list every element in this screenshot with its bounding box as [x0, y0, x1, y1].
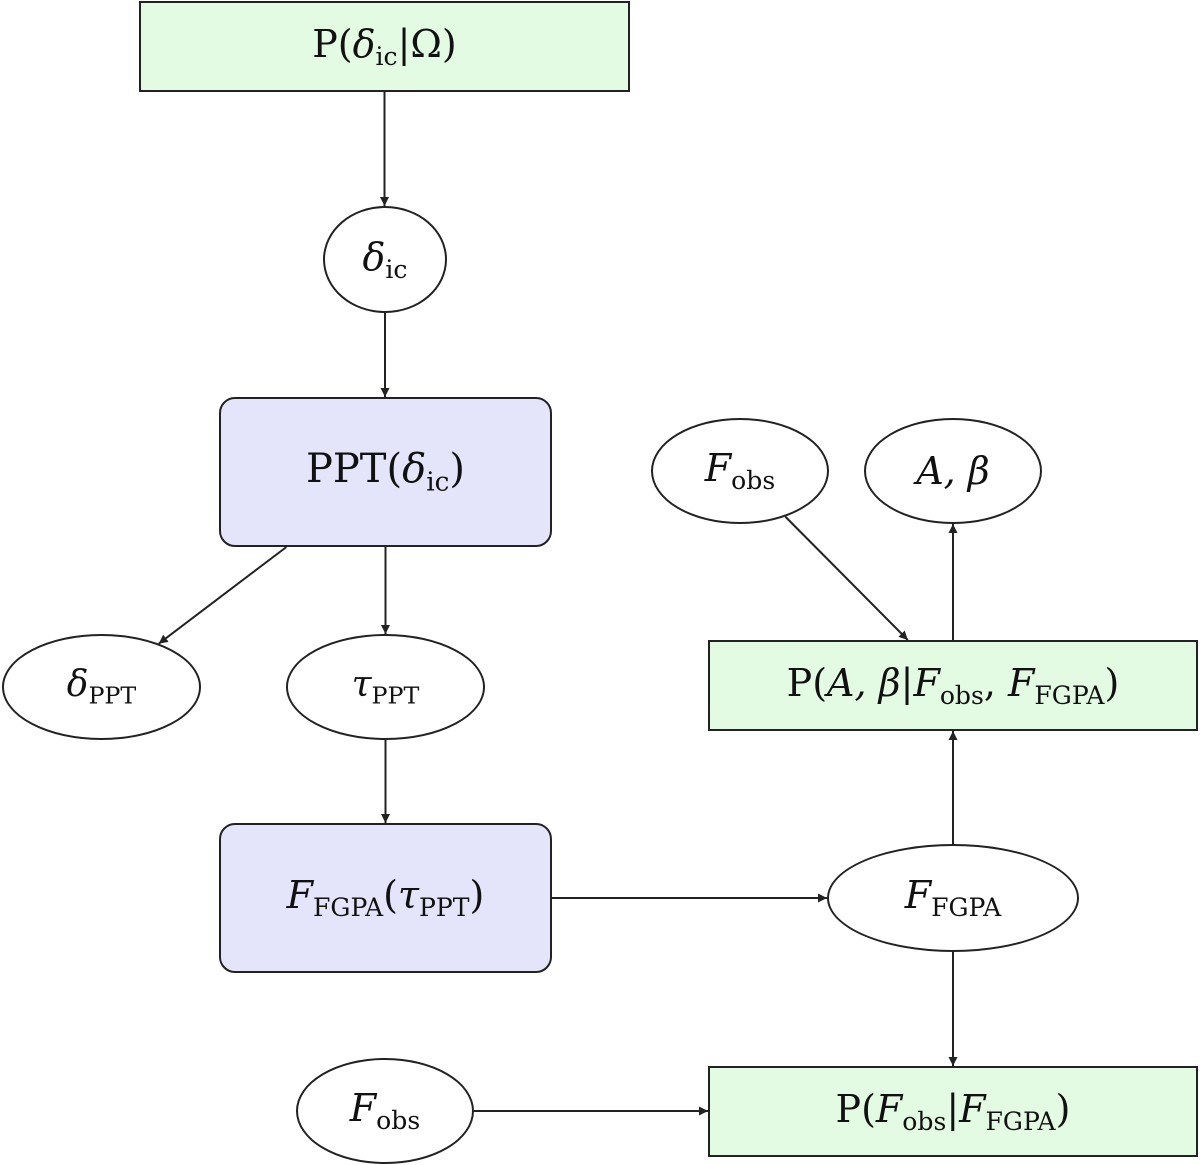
label-part: | [946, 1086, 960, 1131]
label-part: FGPA [985, 1107, 1056, 1136]
ppt-process-box: PPT(δic) [219, 397, 552, 547]
f-obs-node-top: Fobs [651, 418, 829, 524]
label-part: F [349, 1086, 377, 1131]
label-part: obs [376, 1106, 421, 1136]
label-part: F [959, 1086, 986, 1131]
label-part: δ [402, 446, 427, 493]
f-obs-label-top: Fobs [705, 446, 775, 495]
label-part: ) [469, 873, 485, 918]
label-part: F [904, 873, 932, 918]
tau-ppt-node: τPPT [286, 634, 485, 740]
label-part: ) [1055, 1086, 1071, 1131]
label-part: obs [902, 1107, 947, 1136]
label-part: F [286, 873, 314, 918]
label-part: |Ω) [397, 21, 457, 66]
fgpa-process-label: FFGPA(τPPT) [287, 873, 485, 922]
label-part: δ [362, 234, 386, 279]
label-part: F [1008, 660, 1035, 705]
label-part: F [875, 1086, 903, 1131]
label-part: obs [939, 681, 984, 710]
label-part: PPT [371, 681, 420, 710]
label-part: PPT( [305, 446, 403, 493]
label-part: τ [351, 664, 372, 706]
label-part: ( [383, 873, 398, 918]
delta-ppt-label: δPPT [67, 664, 137, 710]
label-part: ) [1104, 660, 1120, 705]
initial-density-label: δic [363, 235, 408, 284]
label-part: FGPA [313, 893, 384, 923]
ppt-process-label: PPT(δic) [306, 446, 465, 497]
a-beta-node: A, β [864, 418, 1042, 524]
label-part: | [900, 660, 914, 705]
label-part: δ [66, 664, 89, 706]
label-part: , [983, 660, 1009, 705]
label-part: PPT [88, 681, 137, 710]
label-part: obs [731, 466, 776, 496]
f-fgpa-label: FFGPA [905, 873, 1002, 922]
f-fgpa-node: FFGPA [827, 844, 1079, 952]
tau-ppt-label: τPPT [352, 664, 420, 710]
label-part: ic [385, 255, 408, 284]
label-part: P( [835, 1086, 876, 1131]
f-obs-node-bottom: Fobs [296, 1058, 474, 1164]
a-beta-label: A, β [916, 449, 990, 493]
delta-ppt-node: δPPT [2, 634, 201, 740]
observation-likelihood-box: P(Fobs|FFGPA) [708, 1066, 1198, 1157]
a-beta-likelihood-box: P(A, β|Fobs, FFGPA) [708, 640, 1198, 731]
label-part: ) [449, 446, 466, 493]
label-part: FGPA [931, 893, 1002, 923]
prior-probability-label: P(δic|Ω) [312, 22, 457, 71]
label-part: ic [375, 42, 398, 71]
fgpa-process-box: FFGPA(τPPT) [219, 823, 552, 973]
label-part: A, β [827, 660, 901, 705]
label-part: F [704, 446, 732, 491]
label-part: A, β [916, 449, 990, 493]
f-obs-label-bottom: Fobs [350, 1086, 420, 1135]
edge-f_obs_top-to-p_a_beta [784, 515, 909, 641]
label-part: FGPA [1034, 681, 1105, 710]
edge-ppt-to-delta_ppt [158, 546, 288, 645]
a-beta-likelihood-label: P(A, β|Fobs, FFGPA) [787, 661, 1120, 710]
prior-probability-box: P(δic|Ω) [139, 1, 630, 92]
label-part: P( [312, 21, 353, 66]
label-part: P( [786, 660, 828, 705]
initial-density-node: δic [323, 206, 447, 313]
label-part: PPT [419, 893, 470, 923]
label-part: F [913, 660, 940, 705]
observation-likelihood-label: P(Fobs|FFGPA) [836, 1087, 1071, 1136]
label-part: ic [426, 466, 450, 498]
label-part: τ [397, 873, 420, 918]
label-part: δ [352, 21, 376, 66]
